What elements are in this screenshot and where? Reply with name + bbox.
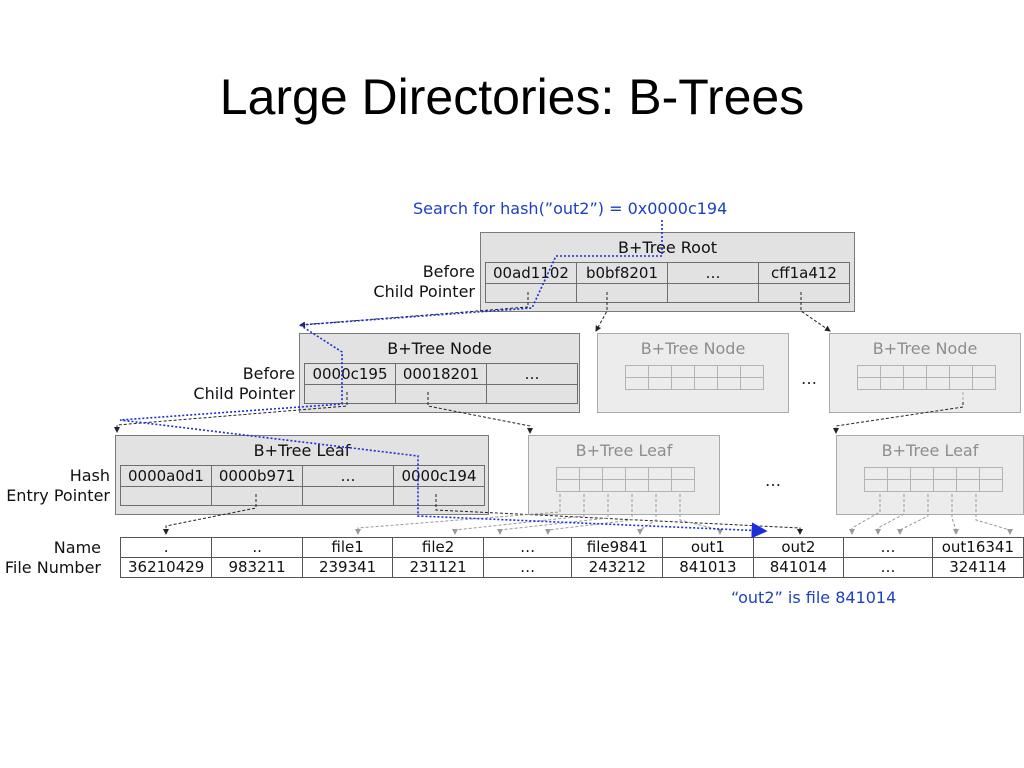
dir-number-cell: 239341 [301,557,394,578]
node-key: … [486,363,578,385]
leaf-entry-pointer [393,486,485,506]
nodes-ellipsis: … [801,369,817,388]
node-key: 0000c195 [304,363,396,385]
leaf-hash: 0000c194 [393,465,485,487]
root-side-label: Before Child Pointer [373,262,475,301]
faded-leaf-title: B+Tree Leaf [575,441,673,460]
dir-name-cell: … [843,537,933,558]
faded-leaf-pointer [497,494,609,535]
faded-leaf-pointer [875,494,905,535]
faded-node-cells [857,365,996,390]
leaf-to-entry-pointer [163,494,257,535]
btree-leaf-faded-1: B+Tree Leaf [528,435,720,515]
btree-leaf-faded-2: B+Tree Leaf [836,435,1024,515]
dir-number-cell: 231121 [392,557,484,578]
leaf-side-label: Hash Entry Pointer [6,466,110,505]
dir-name-cell: . [119,537,213,558]
faded-leaf-pointer [452,494,585,535]
node-key-table: 0000c195 00018201 … [304,363,578,404]
root-key-table: 00ad1102 b0bf8201 … cff1a412 [485,262,850,303]
dir-number-cell: 324114 [931,557,1024,578]
search-annotation: Search for hash(”out2”) = 0x0000c194 [413,199,728,218]
slide-title: Large Directories: B-Trees [219,69,805,125]
btree-node-faded-2: B+Tree Node [829,333,1021,413]
root-title: B+Tree Root [617,238,718,257]
root-to-node-pointer [595,292,608,332]
node-to-leaf-pointer [833,392,964,434]
faded-leaf-pointer [849,494,881,535]
search-path [119,220,768,539]
node-to-leaf-pointer [427,392,533,434]
dir-row-label-number: File Number [4,558,101,577]
leaf-to-entry-pointer [435,494,803,535]
faded-node-cells [625,365,764,390]
dir-number-cell: 841013 [662,557,754,578]
faded-leaf-pointer [355,494,561,535]
dir-name-cell: out1 [662,537,754,558]
dir-number-cell: … [482,557,573,578]
faded-leaf-title: B+Tree Leaf [881,441,979,460]
node-side-label: Before Child Pointer [193,364,295,403]
btree-leaf: B+Tree Leaf 0000a0d1 0000b971 … 0000c194 [115,435,489,515]
btree-node: B+Tree Node 0000c195 00018201 … [299,333,580,413]
root-to-node-pointer [800,292,831,332]
dir-number-cell: 841014 [752,557,845,578]
node-to-leaf-pointer [114,392,348,433]
leaves-ellipsis: … [765,471,781,490]
faded-leaf-pointer [545,494,633,535]
root-pointer [758,283,850,303]
dir-number-cell: 243212 [571,557,664,578]
faded-node-title: B+Tree Node [872,339,978,358]
dir-name-cell: file1 [301,537,394,558]
leaf-hash: … [302,465,394,487]
faded-leaf-cells [556,467,695,492]
btree-root: B+Tree Root 00ad1102 b0bf8201 … cff1a412 [480,232,855,312]
dir-number-cell: … [843,557,933,578]
faded-leaf-pointer [679,494,723,535]
node-key: 00018201 [395,363,487,385]
faded-leaf-pointer [637,494,657,535]
dir-name-cell: out16341 [931,537,1024,558]
faded-leaf-pointer [897,494,929,535]
root-to-node-pointer [299,292,529,328]
faded-leaf-pointer [951,494,959,535]
leaf-title: B+Tree Leaf [253,441,351,460]
directory-name-row: . .. file1 file2 … file9841 out1 out2 … … [119,537,1024,558]
dir-row-label-name: Name [53,538,101,557]
faded-leaf-pointer [975,494,1013,535]
dir-number-cell: 983211 [211,557,303,578]
dir-number-cell: 36210429 [119,557,213,578]
node-pointer [486,384,578,404]
node-title: B+Tree Node [387,339,492,358]
faded-leaf-cells [864,467,1003,492]
leaf-key-table: 0000a0d1 0000b971 … 0000c194 [120,465,485,506]
faded-node-title: B+Tree Node [640,339,746,358]
directory-number-row: 36210429 983211 239341 231121 … 243212 8… [119,557,1024,578]
btree-node-faded-1: B+Tree Node [597,333,789,413]
directory-table: . .. file1 file2 … file9841 out1 out2 … … [119,537,1024,578]
result-annotation: “out2” is file 841014 [731,588,897,607]
root-key: … [667,262,759,284]
